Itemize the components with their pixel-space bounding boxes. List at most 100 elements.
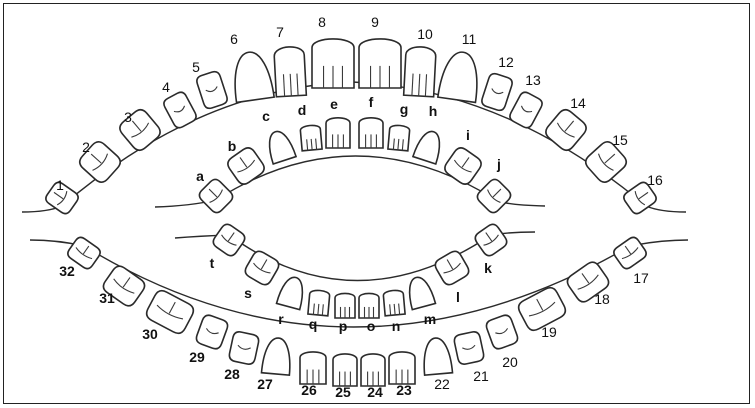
tooth-label: 4 [162,79,170,95]
tooth-13 [509,91,543,129]
tooth-label: s [244,285,252,301]
tooth-4 [163,91,197,129]
tooth-label: f [369,94,374,110]
tooth-label: 15 [612,132,628,148]
tooth-label: e [330,96,338,112]
tooth-label: 18 [594,291,610,307]
tooth-label: b [228,138,237,154]
tooth-f [358,117,384,149]
tooth-label: r [278,311,284,327]
tooth-17 [613,236,647,270]
tooth-20 [485,314,519,350]
tooth-h [411,130,441,165]
tooth-22 [423,337,454,377]
tooth-label: h [429,103,438,119]
tooth-e [325,117,351,149]
tooth-23 [388,351,416,385]
tooth-label: 27 [257,376,273,392]
tooth-label: 29 [189,349,205,365]
tooth-label: 8 [318,14,326,30]
tooth-n [382,289,406,317]
tooth-label: 11 [462,31,477,47]
tooth-7 [273,46,308,98]
tooth-label: i [466,127,470,143]
tooth-15 [584,141,628,183]
tooth-label: q [309,316,318,332]
tooth-k [474,223,508,257]
tooth-14 [545,108,587,152]
tooth-25 [332,353,358,387]
tooth-d [299,124,323,152]
tooth-label: 32 [59,263,75,279]
tooth-q [307,289,331,317]
tooth-26 [299,351,327,385]
tooth-label: a [196,168,204,184]
tooth-31 [102,265,146,307]
tooth-s [244,250,280,286]
tooth-label: 16 [647,172,663,188]
tooth-label: 26 [301,382,317,398]
tooth-label: 13 [525,72,541,88]
tooth-label: 7 [276,24,284,40]
tooth-label: k [484,260,492,276]
tooth-label: 3 [124,109,132,125]
tooth-label: 2 [82,139,90,155]
tooth-b [227,147,265,185]
tooth-1 [45,181,79,215]
tooth-m [408,276,437,311]
tooth-12 [481,72,513,112]
tooth-21 [453,331,485,365]
tooth-label: 9 [371,14,379,30]
tooth-r [275,276,304,311]
tooth-i [444,147,482,185]
tooth-18 [566,261,610,303]
tooth-label: d [298,102,307,118]
tooth-label: 20 [502,354,518,370]
tooth-label: 1 [56,177,64,193]
tooth-label: 21 [473,368,489,384]
tooth-label: 30 [142,326,158,342]
tooth-label: j [496,156,501,172]
tooth-label: 12 [498,54,514,70]
tooth-label: 24 [367,384,383,400]
teeth-group [45,38,657,387]
tooth-p [334,292,356,319]
tooth-j [476,178,512,214]
tooth-19 [517,286,567,332]
tooth-label: n [392,318,401,334]
tooth-9 [358,38,402,89]
tooth-8 [311,38,355,89]
tooth-29 [195,314,229,350]
tooth-g [387,124,411,152]
tooth-5 [196,70,228,110]
tooth-label: 22 [434,376,450,392]
tooth-l [434,250,470,286]
tooth-6 [234,51,276,104]
tooth-label: p [339,318,348,334]
tooth-30 [145,289,195,335]
tooth-t [212,223,246,257]
tooth-label: 6 [230,31,238,47]
tooth-o [358,292,380,319]
tooth-label: t [210,255,215,271]
tooth-label: 10 [417,26,433,42]
tooth-label: o [367,318,376,334]
tooth-label: 28 [224,366,240,382]
tooth-label: c [262,108,270,124]
tooth-label: m [424,311,436,327]
tooth-label: 14 [570,95,586,111]
tooth-2 [78,141,122,183]
tooth-label: 31 [99,290,115,306]
tooth-c [268,130,298,165]
tooth-24 [360,353,386,387]
tooth-label: 23 [396,382,412,398]
tooth-label: 17 [633,270,649,286]
tooth-28 [228,331,260,365]
tooth-11 [436,51,478,104]
tooth-label: 5 [192,59,200,75]
tooth-label: l [456,289,460,305]
tooth-a [198,178,234,214]
